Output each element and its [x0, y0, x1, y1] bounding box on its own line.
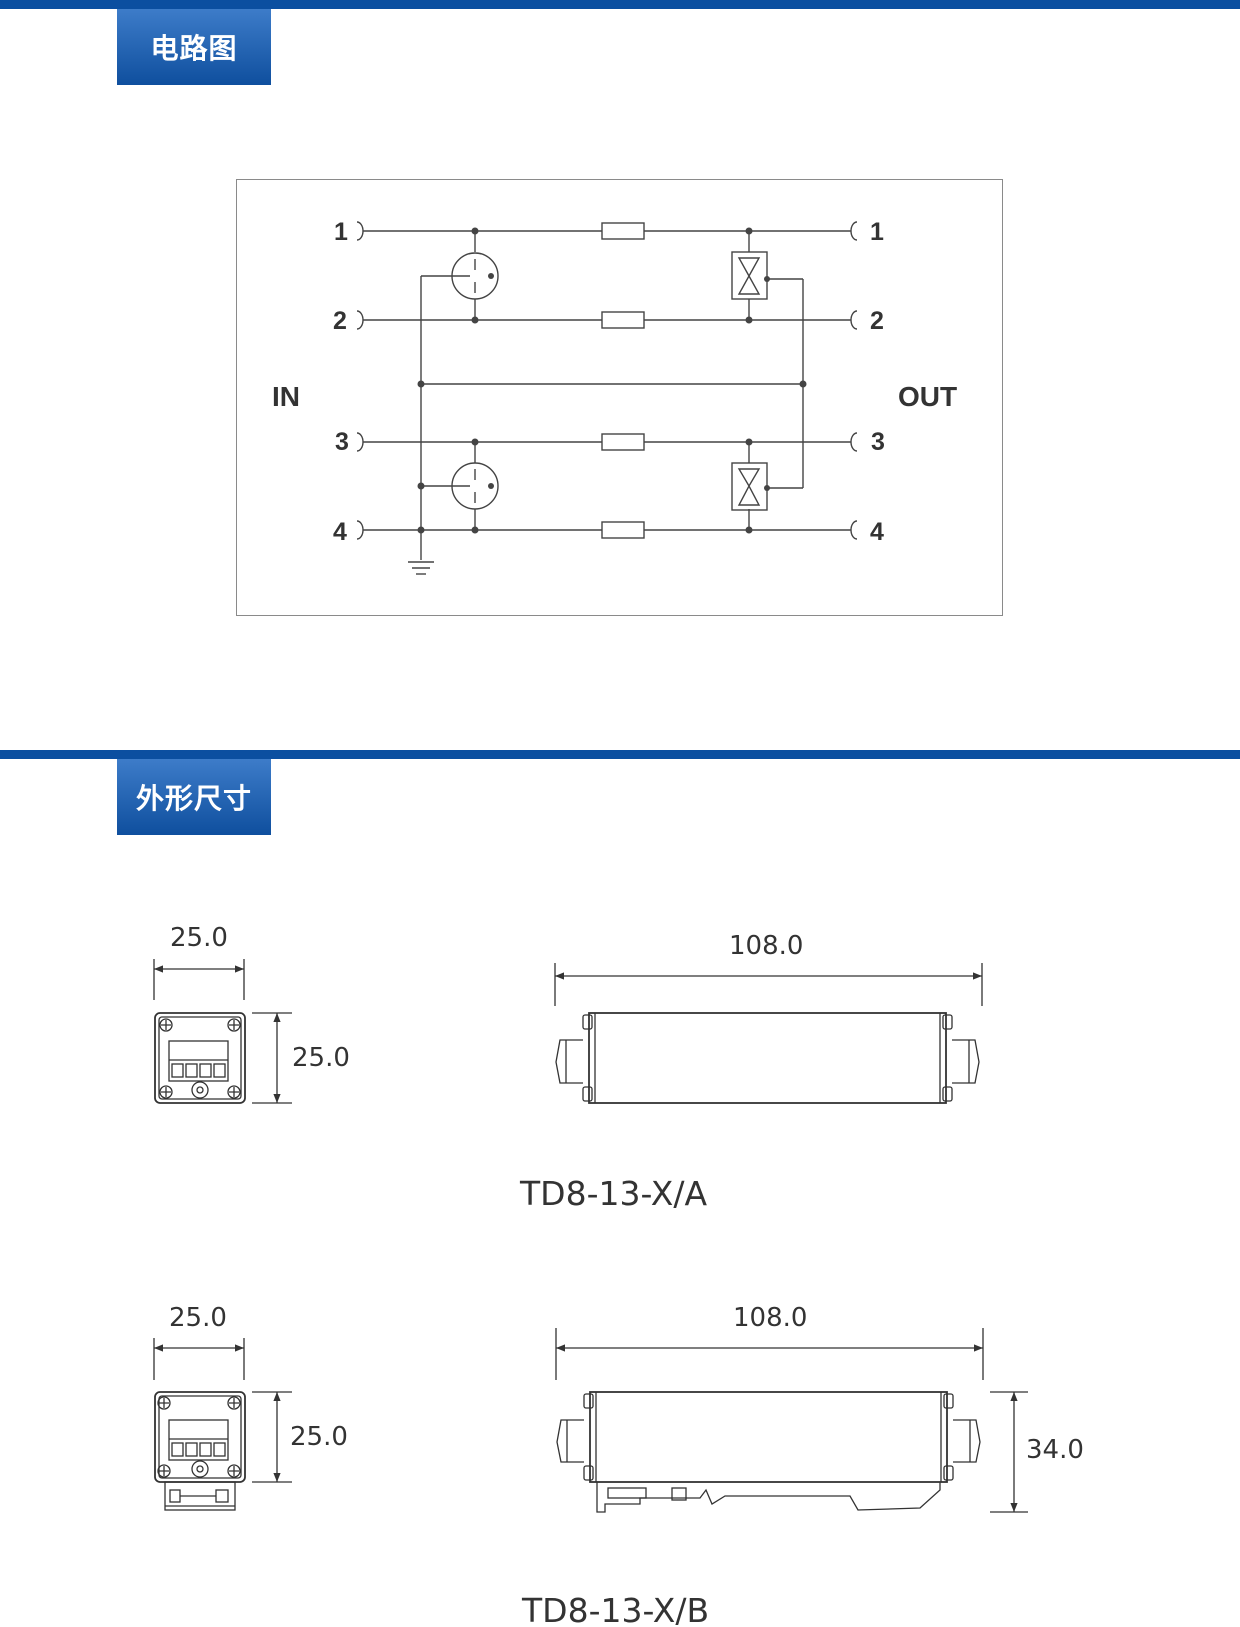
in-pin-4: 4	[333, 518, 347, 546]
out-pin-2: 2	[870, 307, 884, 335]
in-terminal-2	[356, 310, 364, 330]
model-a-side-view	[555, 1012, 980, 1104]
out-pin-4: 4	[870, 518, 884, 546]
out-terminal-4	[850, 520, 858, 540]
model-a-name: TD8-13-X/A	[519, 1174, 707, 1213]
model-a-drawing: 25.0 25.0 108.0	[153, 923, 983, 1213]
circuit-diagram: IN OUT 1 2 3 4 1 2 3 4	[272, 218, 957, 575]
model-b-side-length: 108.0	[733, 1303, 807, 1333]
model-b-side-view	[556, 1391, 981, 1513]
model-b-side-height: 34.0	[1026, 1435, 1084, 1465]
junction-dots	[417, 227, 807, 534]
circuit-section-title: 电路图	[117, 9, 271, 85]
out-terminal-2	[850, 310, 858, 330]
in-terminal-4	[356, 520, 364, 540]
in-label: IN	[272, 381, 300, 412]
section-divider-bar	[0, 750, 1240, 759]
in-terminal-3	[356, 432, 364, 452]
out-terminal-1	[850, 221, 858, 241]
circuit-diagram-frame	[236, 179, 1003, 616]
model-b-front-view	[154, 1391, 246, 1511]
out-pin-1: 1	[870, 218, 884, 246]
model-a-front-height: 25.0	[292, 1043, 350, 1073]
model-b-front-height: 25.0	[290, 1422, 348, 1452]
tvs-diodes	[731, 231, 803, 530]
resistors	[601, 222, 645, 539]
gas-discharge-tubes	[421, 231, 499, 530]
model-b-name: TD8-13-X/B	[521, 1591, 709, 1627]
dimensions-section-title: 外形尺寸	[117, 759, 271, 835]
in-pin-3: 3	[335, 428, 349, 456]
in-terminal-1	[356, 221, 364, 241]
in-pin-1: 1	[334, 218, 348, 246]
model-a-front-view	[154, 1012, 246, 1104]
model-a-side-length: 108.0	[729, 931, 803, 961]
top-accent-bar	[0, 0, 1240, 9]
model-b-drawing: 25.0 25.0 108.0	[153, 1303, 1084, 1627]
out-pin-3: 3	[871, 428, 885, 456]
model-b-front-width: 25.0	[169, 1303, 227, 1333]
model-a-front-width: 25.0	[170, 923, 228, 953]
out-terminal-3	[850, 432, 858, 452]
in-pin-2: 2	[333, 307, 347, 335]
out-label: OUT	[898, 381, 957, 412]
